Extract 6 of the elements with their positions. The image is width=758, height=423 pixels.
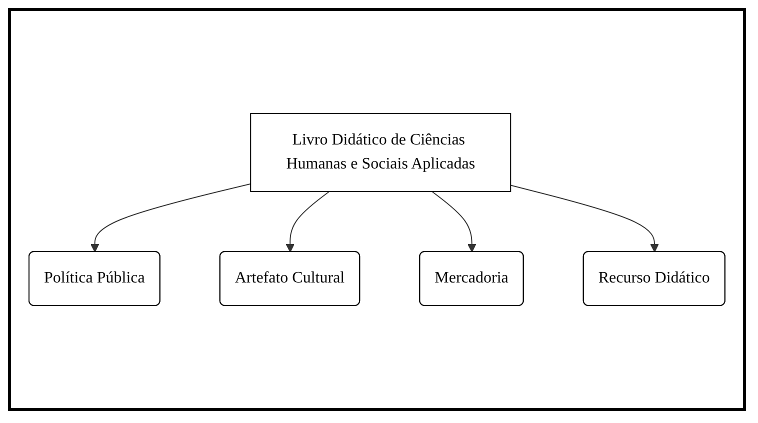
arrow [286,191,330,252]
arrow [510,184,659,252]
arrow [90,183,252,252]
diagram-frame: Livro Didático de Ciências Humanas e Sociais Aplicadas Política Pública Artefato Cultural Mercadoria Recurso Didático [8,8,746,411]
arrow [432,191,476,252]
node-box [250,113,512,192]
